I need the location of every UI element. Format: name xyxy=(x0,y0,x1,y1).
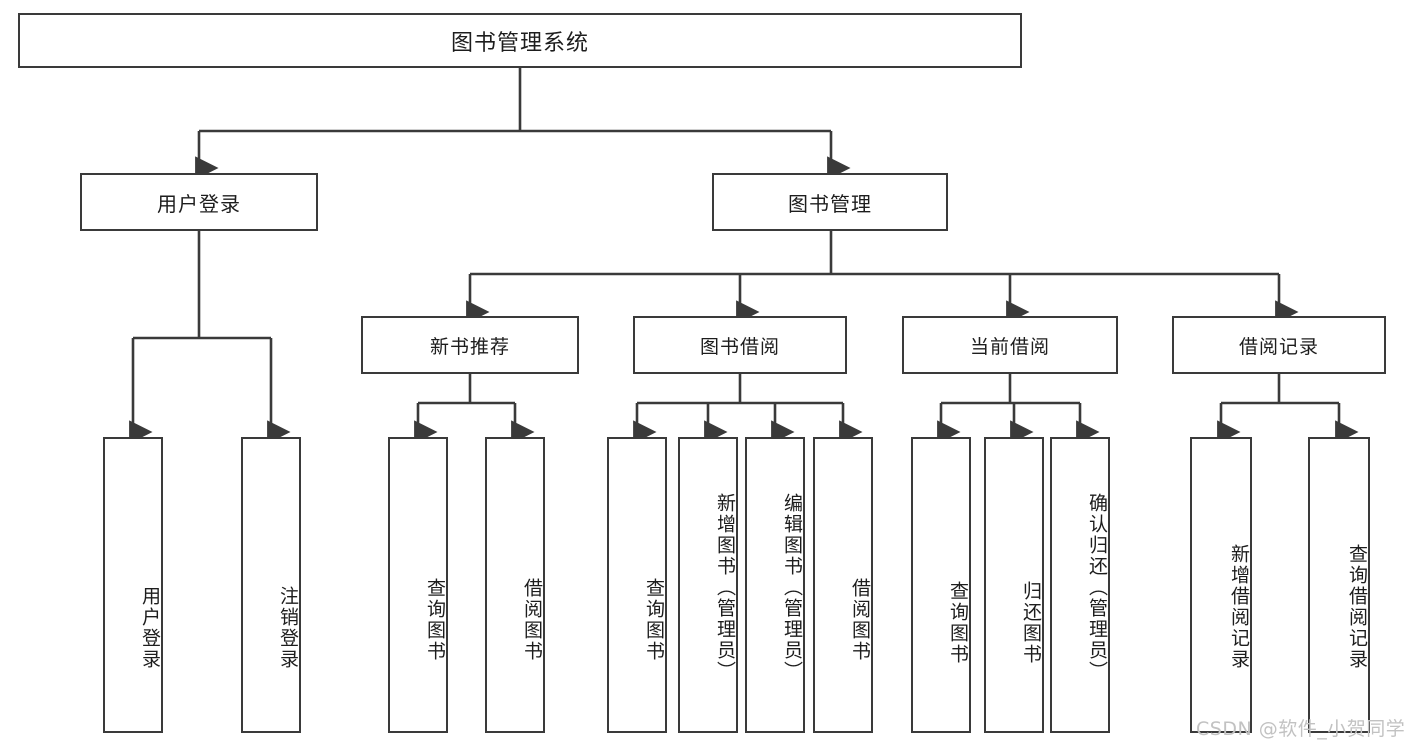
node-book-management[interactable]: 图书管理 xyxy=(712,173,948,231)
node-leaf-edit-book-admin[interactable]: 编辑图书（管理员） xyxy=(745,437,805,733)
node-leaf-borrow-book[interactable]: 借阅图书 xyxy=(813,437,873,733)
node-leaf-logout[interactable]: 注销登录 xyxy=(241,437,301,733)
node-current-borrow[interactable]: 当前借阅 xyxy=(902,316,1118,374)
node-user-login[interactable]: 用户登录 xyxy=(80,173,318,231)
node-leaf-borrow-book-rec[interactable]: 借阅图书 xyxy=(485,437,545,733)
node-root-system[interactable]: 图书管理系统 xyxy=(18,13,1022,68)
node-book-borrow[interactable]: 图书借阅 xyxy=(633,316,847,374)
node-leaf-query-book-current[interactable]: 查询图书 xyxy=(911,437,971,733)
watermark-text: CSDN @软件_小贺同学 xyxy=(1196,718,1405,740)
node-leaf-user-login[interactable]: 用户登录 xyxy=(103,437,163,733)
node-borrow-record[interactable]: 借阅记录 xyxy=(1172,316,1386,374)
node-leaf-query-borrow-record[interactable]: 查询借阅记录 xyxy=(1308,437,1370,733)
node-new-book-recommend[interactable]: 新书推荐 xyxy=(361,316,579,374)
node-leaf-query-book-rec[interactable]: 查询图书 xyxy=(388,437,448,733)
node-leaf-add-borrow-record[interactable]: 新增借阅记录 xyxy=(1190,437,1252,733)
node-leaf-return-book[interactable]: 归还图书 xyxy=(984,437,1044,733)
node-leaf-query-book-borrow[interactable]: 查询图书 xyxy=(607,437,667,733)
node-leaf-confirm-return-admin[interactable]: 确认归还（管理员） xyxy=(1050,437,1110,733)
node-leaf-add-book-admin[interactable]: 新增图书（管理员） xyxy=(678,437,738,733)
